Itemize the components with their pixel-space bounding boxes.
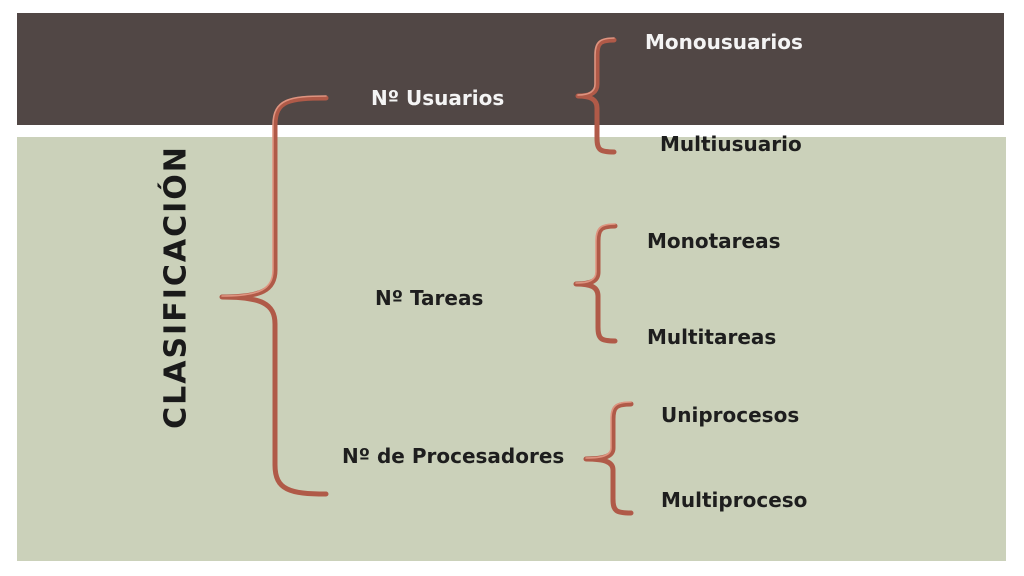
classification-title: CLASIFICACIÓN <box>158 145 194 429</box>
usuarios-brace <box>575 37 617 155</box>
option-multiproceso: Multiproceso <box>661 488 808 512</box>
category-tareas: Nº Tareas <box>375 286 484 310</box>
procesadores-brace <box>583 401 634 516</box>
option-monousuarios: Monousuarios <box>645 30 803 54</box>
header-band <box>17 13 1004 125</box>
category-usuarios: Nº Usuarios <box>371 86 505 110</box>
option-multiusuario: Multiusuario <box>660 132 802 156</box>
category-procesadores: Nº de Procesadores <box>342 444 565 468</box>
option-multitareas: Multitareas <box>647 325 777 349</box>
tareas-brace <box>573 223 618 344</box>
content-panel <box>17 137 1006 561</box>
option-uniprocesos: Uniprocesos <box>661 403 800 427</box>
main-brace <box>219 95 329 497</box>
option-monotareas: Monotareas <box>647 229 781 253</box>
